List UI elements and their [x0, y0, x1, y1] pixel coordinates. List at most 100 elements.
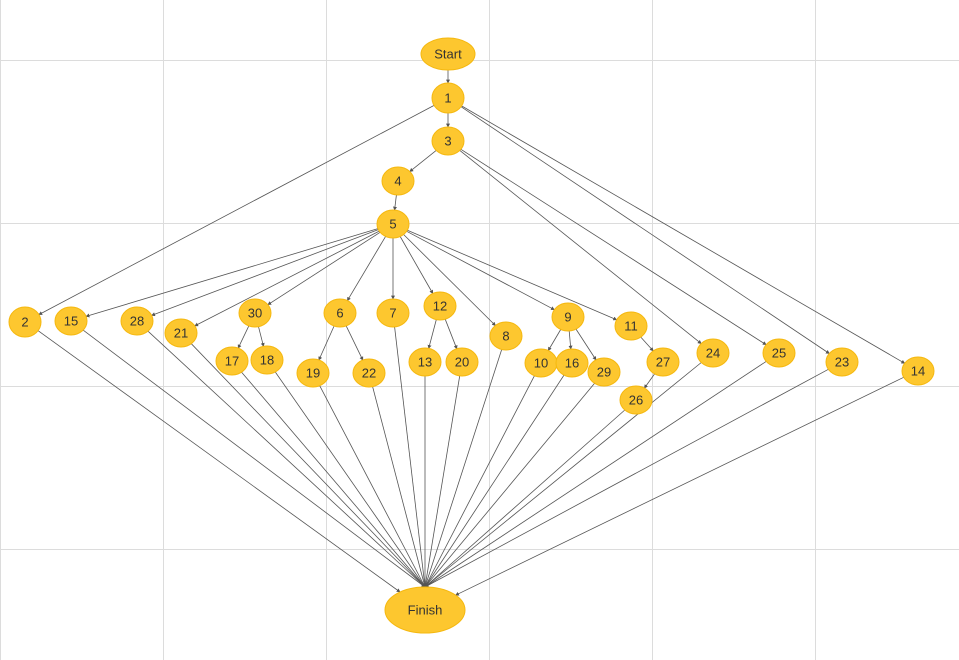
edge-12-to-13	[427, 319, 437, 350]
node-6[interactable]: 6	[323, 298, 357, 328]
node-label: 28	[130, 314, 144, 329]
node-shape	[120, 306, 154, 336]
node-label: 9	[564, 310, 571, 325]
edge-4-to-5	[393, 194, 397, 211]
node-shape	[420, 37, 476, 71]
node-label: 10	[534, 356, 548, 371]
node-label: 25	[772, 346, 786, 361]
edge-18-to-Finish	[274, 371, 426, 588]
edge-1-to-2	[38, 105, 435, 315]
edge-22-to-Finish	[372, 386, 427, 588]
node-shape	[215, 346, 249, 376]
edge-25-to-Finish	[424, 361, 767, 588]
node-19[interactable]: 19	[296, 358, 330, 388]
edge-28-to-Finish	[147, 330, 426, 588]
node-label: 23	[835, 355, 849, 370]
edge-5-to-6	[347, 236, 386, 302]
node-29[interactable]: 29	[587, 357, 621, 387]
edge-15-to-Finish	[82, 329, 426, 588]
edge-23-to-Finish	[424, 368, 829, 588]
node-12[interactable]: 12	[423, 291, 457, 321]
node-22[interactable]: 22	[352, 358, 386, 388]
node-shape	[445, 347, 479, 377]
node-label: Finish	[408, 603, 443, 618]
node-label: 16	[565, 356, 579, 371]
node-shape	[296, 358, 330, 388]
node-10[interactable]: 10	[524, 348, 558, 378]
edge-5-to-28	[151, 229, 379, 317]
node-23[interactable]: 23	[825, 347, 859, 377]
node-shape	[381, 166, 415, 196]
edge-6-to-22	[345, 325, 364, 361]
edge-24-to-Finish	[424, 362, 702, 588]
node-label: 2	[21, 315, 28, 330]
node-label: 27	[656, 355, 670, 370]
node-shape	[423, 291, 457, 321]
node-15[interactable]: 15	[54, 306, 88, 336]
node-shape	[614, 311, 648, 341]
edge-30-to-17	[237, 325, 250, 349]
node-14[interactable]: 14	[901, 356, 935, 386]
edge-5-to-9	[406, 230, 555, 311]
node-label: 19	[306, 366, 320, 381]
node-shape	[376, 209, 410, 239]
node-21[interactable]: 21	[164, 318, 198, 348]
node-shape	[901, 356, 935, 386]
node-28[interactable]: 28	[120, 306, 154, 336]
node-shape	[8, 306, 42, 338]
node-11[interactable]: 11	[614, 311, 648, 341]
node-label: 22	[362, 366, 376, 381]
node-label: 14	[911, 364, 925, 379]
node-label: 7	[389, 306, 396, 321]
node-label: 8	[502, 329, 509, 344]
node-30[interactable]: 30	[238, 298, 272, 328]
node-9[interactable]: 9	[551, 302, 585, 332]
node-8[interactable]: 8	[489, 321, 523, 351]
edge-9-to-10	[547, 329, 562, 352]
edge-1-to-23	[460, 106, 830, 354]
node-label: 20	[455, 355, 469, 370]
node-shape	[408, 347, 442, 377]
node-shape	[352, 358, 386, 388]
node-shape	[646, 347, 680, 377]
node-13[interactable]: 13	[408, 347, 442, 377]
node-label: 13	[418, 355, 432, 370]
edge-5-to-30	[267, 231, 381, 306]
node-shape	[431, 126, 465, 156]
node-4[interactable]: 4	[381, 166, 415, 196]
node-18[interactable]: 18	[250, 345, 284, 375]
node-24[interactable]: 24	[696, 338, 730, 368]
node-25[interactable]: 25	[762, 338, 796, 368]
node-1[interactable]: 1	[431, 82, 465, 114]
node-label: 21	[174, 326, 188, 341]
node-16[interactable]: 16	[555, 348, 589, 378]
edge-3-to-4	[409, 150, 437, 173]
edge-3-to-24	[459, 150, 702, 345]
node-finish[interactable]: Finish	[384, 586, 466, 634]
node-5[interactable]: 5	[376, 209, 410, 239]
edge-16-to-Finish	[424, 374, 565, 588]
node-start[interactable]: Start	[420, 37, 476, 71]
node-shape	[250, 345, 284, 375]
node-label: Start	[434, 47, 462, 62]
edge-12-to-20	[444, 319, 458, 350]
node-shape	[587, 357, 621, 387]
node-26[interactable]: 26	[619, 385, 653, 415]
node-shape	[54, 306, 88, 336]
node-label: 12	[433, 299, 447, 314]
node-label: 26	[629, 393, 643, 408]
edge-17-to-Finish	[241, 371, 426, 588]
node-2[interactable]: 2	[8, 306, 42, 338]
edge-20-to-Finish	[423, 375, 461, 588]
edge-26-to-Finish	[424, 409, 626, 588]
node-label: 15	[64, 314, 78, 329]
node-shape	[431, 82, 465, 114]
node-27[interactable]: 27	[646, 347, 680, 377]
edge-11-to-27	[640, 336, 654, 352]
node-3[interactable]: 3	[431, 126, 465, 156]
node-17[interactable]: 17	[215, 346, 249, 376]
node-20[interactable]: 20	[445, 347, 479, 377]
node-7[interactable]: 7	[376, 298, 410, 328]
